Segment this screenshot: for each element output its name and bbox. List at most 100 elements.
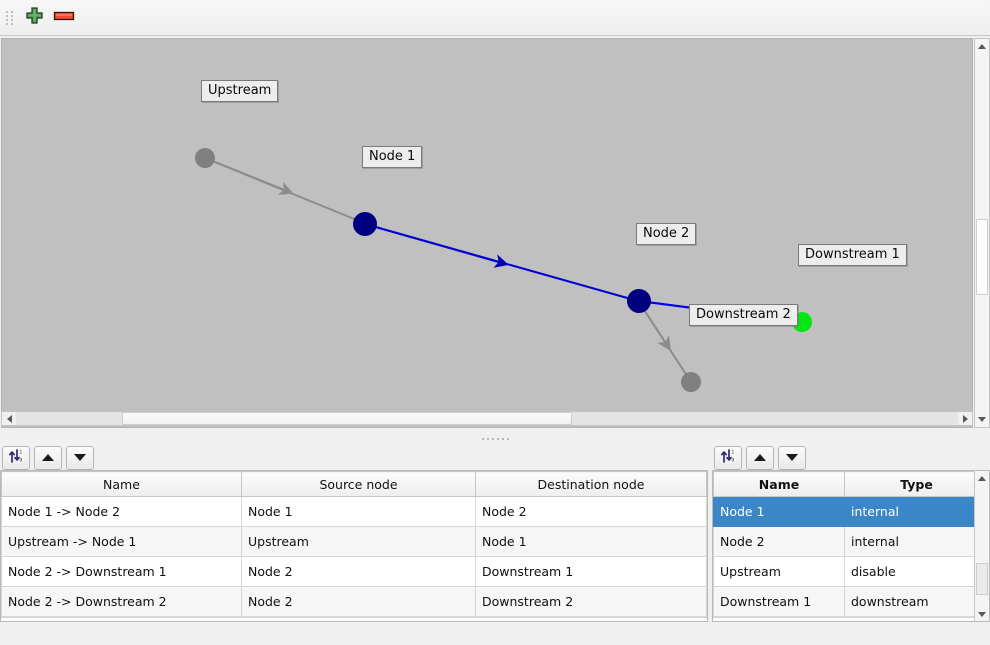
nodes-column-header-type[interactable]: Type <box>844 471 989 497</box>
nodes-scroll-down-button[interactable] <box>975 607 989 621</box>
graph-node-label-downstream2[interactable]: Downstream 2 <box>689 304 798 326</box>
graph-node-node1[interactable] <box>353 212 377 236</box>
remove-button[interactable] <box>49 4 79 32</box>
nodes-move-down-button[interactable] <box>778 445 806 470</box>
nodes-cell-name[interactable]: Node 2 <box>713 526 845 557</box>
nodes-toolbar: 1 9 <box>712 444 990 470</box>
splitter-grip <box>481 438 509 440</box>
chevron-left-icon <box>6 414 12 423</box>
toolbar-drag-handle[interactable] <box>4 7 14 29</box>
edges-cell-name[interactable]: Upstream -> Node 1 <box>1 526 242 557</box>
edges-cell-source[interactable]: Node 1 <box>241 496 476 527</box>
nodes-cell-name[interactable]: Upstream <box>713 556 845 587</box>
nodes-cell-type[interactable]: disable <box>844 556 989 587</box>
table-row[interactable]: Downstream 1 downstream <box>713 586 989 617</box>
edges-cell-source[interactable]: Node 2 <box>241 586 476 617</box>
red-minus-icon <box>53 9 75 26</box>
graph-canvas[interactable]: Upstream Node 1 Node 2 Downstream 1 Down… <box>1 38 973 428</box>
tables-area: 1 9 Name Source node Destination <box>0 444 990 645</box>
graph-node-node2[interactable] <box>627 289 651 313</box>
edges-cell-source[interactable]: Upstream <box>241 526 476 557</box>
triangle-down-icon <box>74 454 86 461</box>
graph-horizontal-scrollbar[interactable] <box>1 411 973 426</box>
edges-column-header-source[interactable]: Source node <box>241 471 476 497</box>
svg-text:9: 9 <box>732 457 735 463</box>
graph-node-label-node2[interactable]: Node 2 <box>636 223 697 245</box>
edges-sort-button[interactable]: 1 9 <box>2 445 30 470</box>
edges-column-header-name[interactable]: Name <box>1 471 242 497</box>
svg-text:1: 1 <box>20 449 23 455</box>
nodes-column-header-name[interactable]: Name <box>713 471 845 497</box>
edges-cell-destination[interactable]: Downstream 2 <box>475 586 707 617</box>
scroll-right-button[interactable] <box>958 412 972 425</box>
nodes-table-scrollbar[interactable] <box>974 471 989 621</box>
scroll-down-button[interactable] <box>975 412 989 427</box>
chevron-down-icon <box>978 611 986 617</box>
edges-move-down-button[interactable] <box>66 445 94 470</box>
graph-vscroll-thumb[interactable] <box>976 219 988 295</box>
edges-cell-destination[interactable]: Node 2 <box>475 496 707 527</box>
nodes-scroll-thumb[interactable] <box>976 563 988 595</box>
nodes-cell-name[interactable]: Downstream 1 <box>713 586 845 617</box>
edges-cell-name[interactable]: Node 2 -> Downstream 1 <box>1 556 242 587</box>
table-row[interactable]: Upstream -> Node 1 Upstream Node 1 <box>1 526 707 557</box>
edges-cell-destination[interactable]: Downstream 1 <box>475 556 707 587</box>
graph-node-label-upstream[interactable]: Upstream <box>201 80 279 102</box>
chevron-up-icon <box>978 44 986 49</box>
graph-vertical-scrollbar[interactable] <box>974 38 990 428</box>
table-row[interactable]: Node 2 internal <box>713 526 989 557</box>
triangle-up-icon <box>42 454 54 461</box>
edges-table-empty-area <box>1 617 707 621</box>
graph-node-upstream[interactable] <box>195 148 215 168</box>
scroll-up-button[interactable] <box>975 39 989 54</box>
graph-svg <box>195 148 812 392</box>
graph-edge-upstream-node1[interactable] <box>204 157 365 224</box>
scroll-left-button[interactable] <box>2 412 16 425</box>
graph-node-downstream2[interactable] <box>681 372 701 392</box>
edges-cell-name[interactable]: Node 2 -> Downstream 2 <box>1 586 242 617</box>
table-row[interactable]: Upstream disable <box>713 556 989 587</box>
chevron-right-icon <box>962 414 968 423</box>
sort-icon: 1 9 <box>8 448 24 467</box>
nodes-cell-type[interactable]: internal <box>844 496 989 527</box>
nodes-table: Name Type Node 1 internal Node 2 interna… <box>713 471 989 617</box>
nodes-table-header-row: Name Type <box>713 471 989 497</box>
nodes-cell-type[interactable]: downstream <box>844 586 989 617</box>
graph-hscroll-thumb[interactable] <box>122 412 572 425</box>
table-row[interactable]: Node 2 -> Downstream 2 Node 2 Downstream… <box>1 586 707 617</box>
graph-edge-node2-downstream2[interactable] <box>638 301 692 383</box>
nodes-sort-button[interactable]: 1 9 <box>714 445 742 470</box>
graph-node-label-node1[interactable]: Node 1 <box>362 146 423 168</box>
sort-icon: 1 9 <box>720 448 736 467</box>
graph-hscroll-track[interactable] <box>16 412 958 425</box>
graph-edge-node1-node2[interactable] <box>364 223 639 302</box>
nodes-table-empty-area <box>713 617 989 621</box>
panel-splitter[interactable] <box>0 434 990 444</box>
edges-table: Name Source node Destination node Node 1… <box>1 471 707 617</box>
edges-cell-name[interactable]: Node 1 -> Node 2 <box>1 496 242 527</box>
svg-text:1: 1 <box>732 449 735 455</box>
nodes-cell-type[interactable]: internal <box>844 526 989 557</box>
table-row[interactable]: Node 1 -> Node 2 Node 1 Node 2 <box>1 496 707 527</box>
green-plus-icon <box>25 6 44 29</box>
edges-table-header-row: Name Source node Destination node <box>1 471 707 497</box>
main-toolbar <box>0 0 990 36</box>
edges-table-container[interactable]: Name Source node Destination node Node 1… <box>0 470 708 622</box>
nodes-cell-name[interactable]: Node 1 <box>713 496 845 527</box>
chevron-down-icon <box>978 417 986 422</box>
edges-pane: 1 9 Name Source node Destination <box>0 444 708 622</box>
triangle-up-icon <box>754 454 766 461</box>
edges-toolbar: 1 9 <box>0 444 708 470</box>
table-row[interactable]: Node 2 -> Downstream 1 Node 2 Downstream… <box>1 556 707 587</box>
nodes-pane: 1 9 Name Type <box>712 444 990 622</box>
edges-move-up-button[interactable] <box>34 445 62 470</box>
nodes-table-container[interactable]: Name Type Node 1 internal Node 2 interna… <box>712 470 990 622</box>
nodes-scroll-up-button[interactable] <box>975 471 989 485</box>
edges-cell-destination[interactable]: Node 1 <box>475 526 707 557</box>
table-row[interactable]: Node 1 internal <box>713 496 989 527</box>
graph-node-label-downstream1[interactable]: Downstream 1 <box>798 244 907 266</box>
edges-cell-source[interactable]: Node 2 <box>241 556 476 587</box>
add-button[interactable] <box>19 4 49 32</box>
nodes-move-up-button[interactable] <box>746 445 774 470</box>
edges-column-header-destination[interactable]: Destination node <box>475 471 707 497</box>
